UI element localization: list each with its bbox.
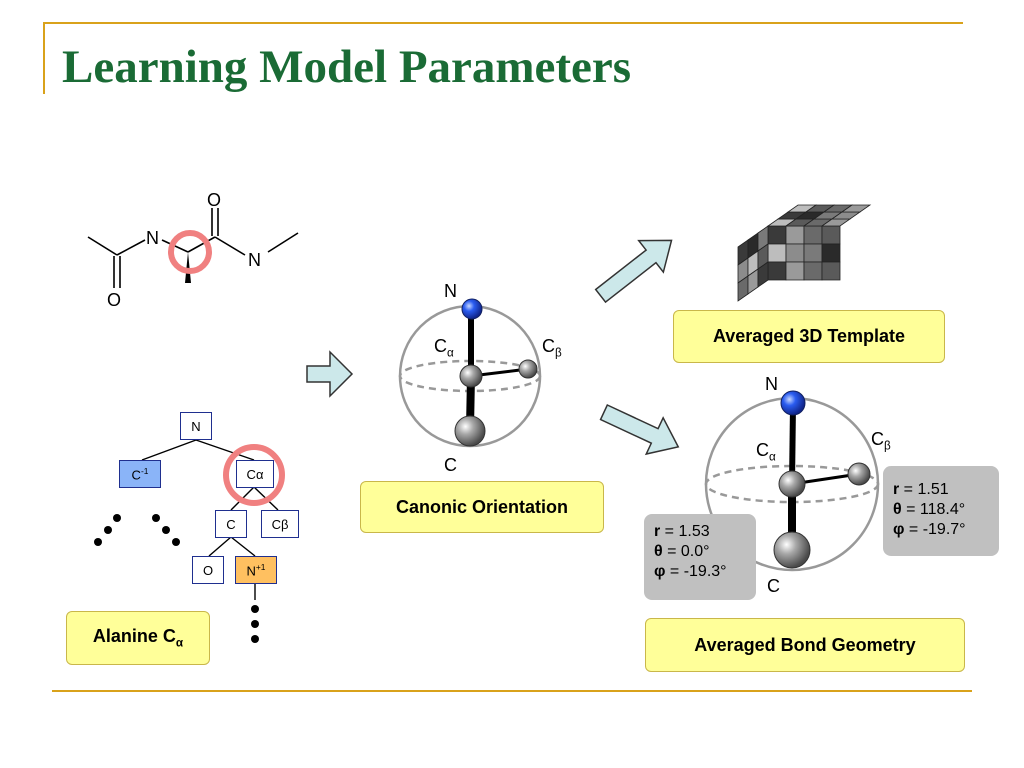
- voxel-template-cube: [737, 204, 872, 302]
- center-calpha-label: Cα: [434, 336, 454, 360]
- arrow-down-right: [599, 404, 680, 456]
- c-atom: [773, 531, 811, 569]
- highlight-ring: [168, 230, 212, 274]
- center-n-label: N: [444, 281, 457, 301]
- averaged-bond-geometry-label: Averaged Bond Geometry: [645, 618, 965, 672]
- voxel-cell: [840, 204, 872, 213]
- voxel-cell: [785, 261, 805, 281]
- tree-node-cbeta: Cβ: [261, 510, 299, 538]
- right-n-label: N: [765, 374, 778, 394]
- voxel-cell: [767, 261, 787, 281]
- canonic-orientation-label: Canonic Orientation: [360, 481, 604, 533]
- tree-node-c-minus-1: C-1: [119, 460, 161, 488]
- n-atom: [461, 298, 483, 320]
- page-title: Learning Model Parameters: [62, 41, 632, 93]
- center-c-label: C: [444, 455, 457, 475]
- title-top-rule: [43, 22, 963, 24]
- c-atom: [454, 415, 486, 447]
- tree-ellipsis: [94, 514, 259, 643]
- bond: [267, 232, 299, 253]
- molecule-n-left: N: [146, 228, 159, 248]
- averaged-3d-template-label: Averaged 3D Template: [673, 310, 945, 363]
- title-accent-rule: [43, 22, 45, 94]
- voxel-cell: [803, 243, 823, 263]
- param-theta: θ = 118.4°: [893, 501, 966, 518]
- params-box-left: r = 1.53 θ = 0.0° φ = -19.3°: [644, 514, 756, 600]
- n-atom: [780, 390, 806, 416]
- param-phi: φ = -19.7°: [893, 521, 966, 538]
- bond: [214, 236, 246, 256]
- bond: [87, 236, 118, 256]
- tree-node-label: Cα: [246, 466, 264, 482]
- tree-node-label: O: [202, 562, 214, 578]
- tree-node-n: N: [180, 412, 212, 440]
- footer-rule: [52, 690, 972, 692]
- arrow-right: [306, 350, 354, 398]
- param-r: r = 1.53: [654, 523, 710, 540]
- right-c-label: C: [767, 576, 780, 596]
- voxel-cell: [803, 225, 823, 245]
- bond: [187, 236, 216, 253]
- voxel-cell: [821, 225, 841, 245]
- bond: [116, 239, 146, 256]
- cbeta-atom: [518, 359, 538, 379]
- wedge-bond: [185, 252, 191, 283]
- voxel-cell: [767, 225, 787, 245]
- voxel-cell: [821, 243, 841, 263]
- voxel-cell: [785, 225, 805, 245]
- molecule-o-top: O: [207, 190, 222, 210]
- arrow-up-right: [594, 239, 673, 304]
- tree-node-label: Cβ: [271, 516, 289, 532]
- voxel-cell: [767, 243, 787, 263]
- tree-highlight-ring: [223, 444, 285, 506]
- voxel-cell: [785, 243, 805, 263]
- tree-node-label: C-1: [131, 465, 149, 483]
- tree-edges: [141, 439, 279, 600]
- right-calpha-label: Cα: [756, 440, 776, 464]
- param-r: r = 1.51: [893, 481, 949, 498]
- voxel-cell: [803, 261, 823, 281]
- tree-node-label: N: [191, 418, 201, 434]
- calpha-atom: [459, 364, 483, 388]
- alanine-molecule: [87, 208, 299, 288]
- tree-node-n-plus-1: N+1: [235, 556, 277, 584]
- tree-node-o: O: [192, 556, 224, 584]
- cbeta-atom: [847, 462, 871, 486]
- canonic-sphere: [398, 298, 542, 448]
- tree-node-calpha: Cα: [236, 460, 274, 488]
- params-box-right: r = 1.51 θ = 118.4° φ = -19.7°: [883, 466, 999, 556]
- bond-geometry-sphere: [704, 390, 880, 572]
- center-cbeta-label: Cβ: [542, 336, 562, 360]
- tree-node-c: C: [215, 510, 247, 538]
- voxel-cell: [821, 261, 841, 281]
- right-cbeta-label: Cβ: [871, 429, 891, 453]
- alanine-label: Alanine Cα: [66, 611, 210, 665]
- molecule-n-right: N: [248, 250, 261, 270]
- tree-node-label: N+1: [246, 561, 266, 579]
- tree-node-label: C: [226, 516, 236, 532]
- param-phi: φ = -19.3°: [654, 563, 727, 580]
- molecule-o-bottom: O: [107, 290, 122, 310]
- param-theta: θ = 0.0°: [654, 543, 710, 560]
- calpha-atom: [778, 470, 806, 498]
- voxel-cell: [757, 261, 769, 288]
